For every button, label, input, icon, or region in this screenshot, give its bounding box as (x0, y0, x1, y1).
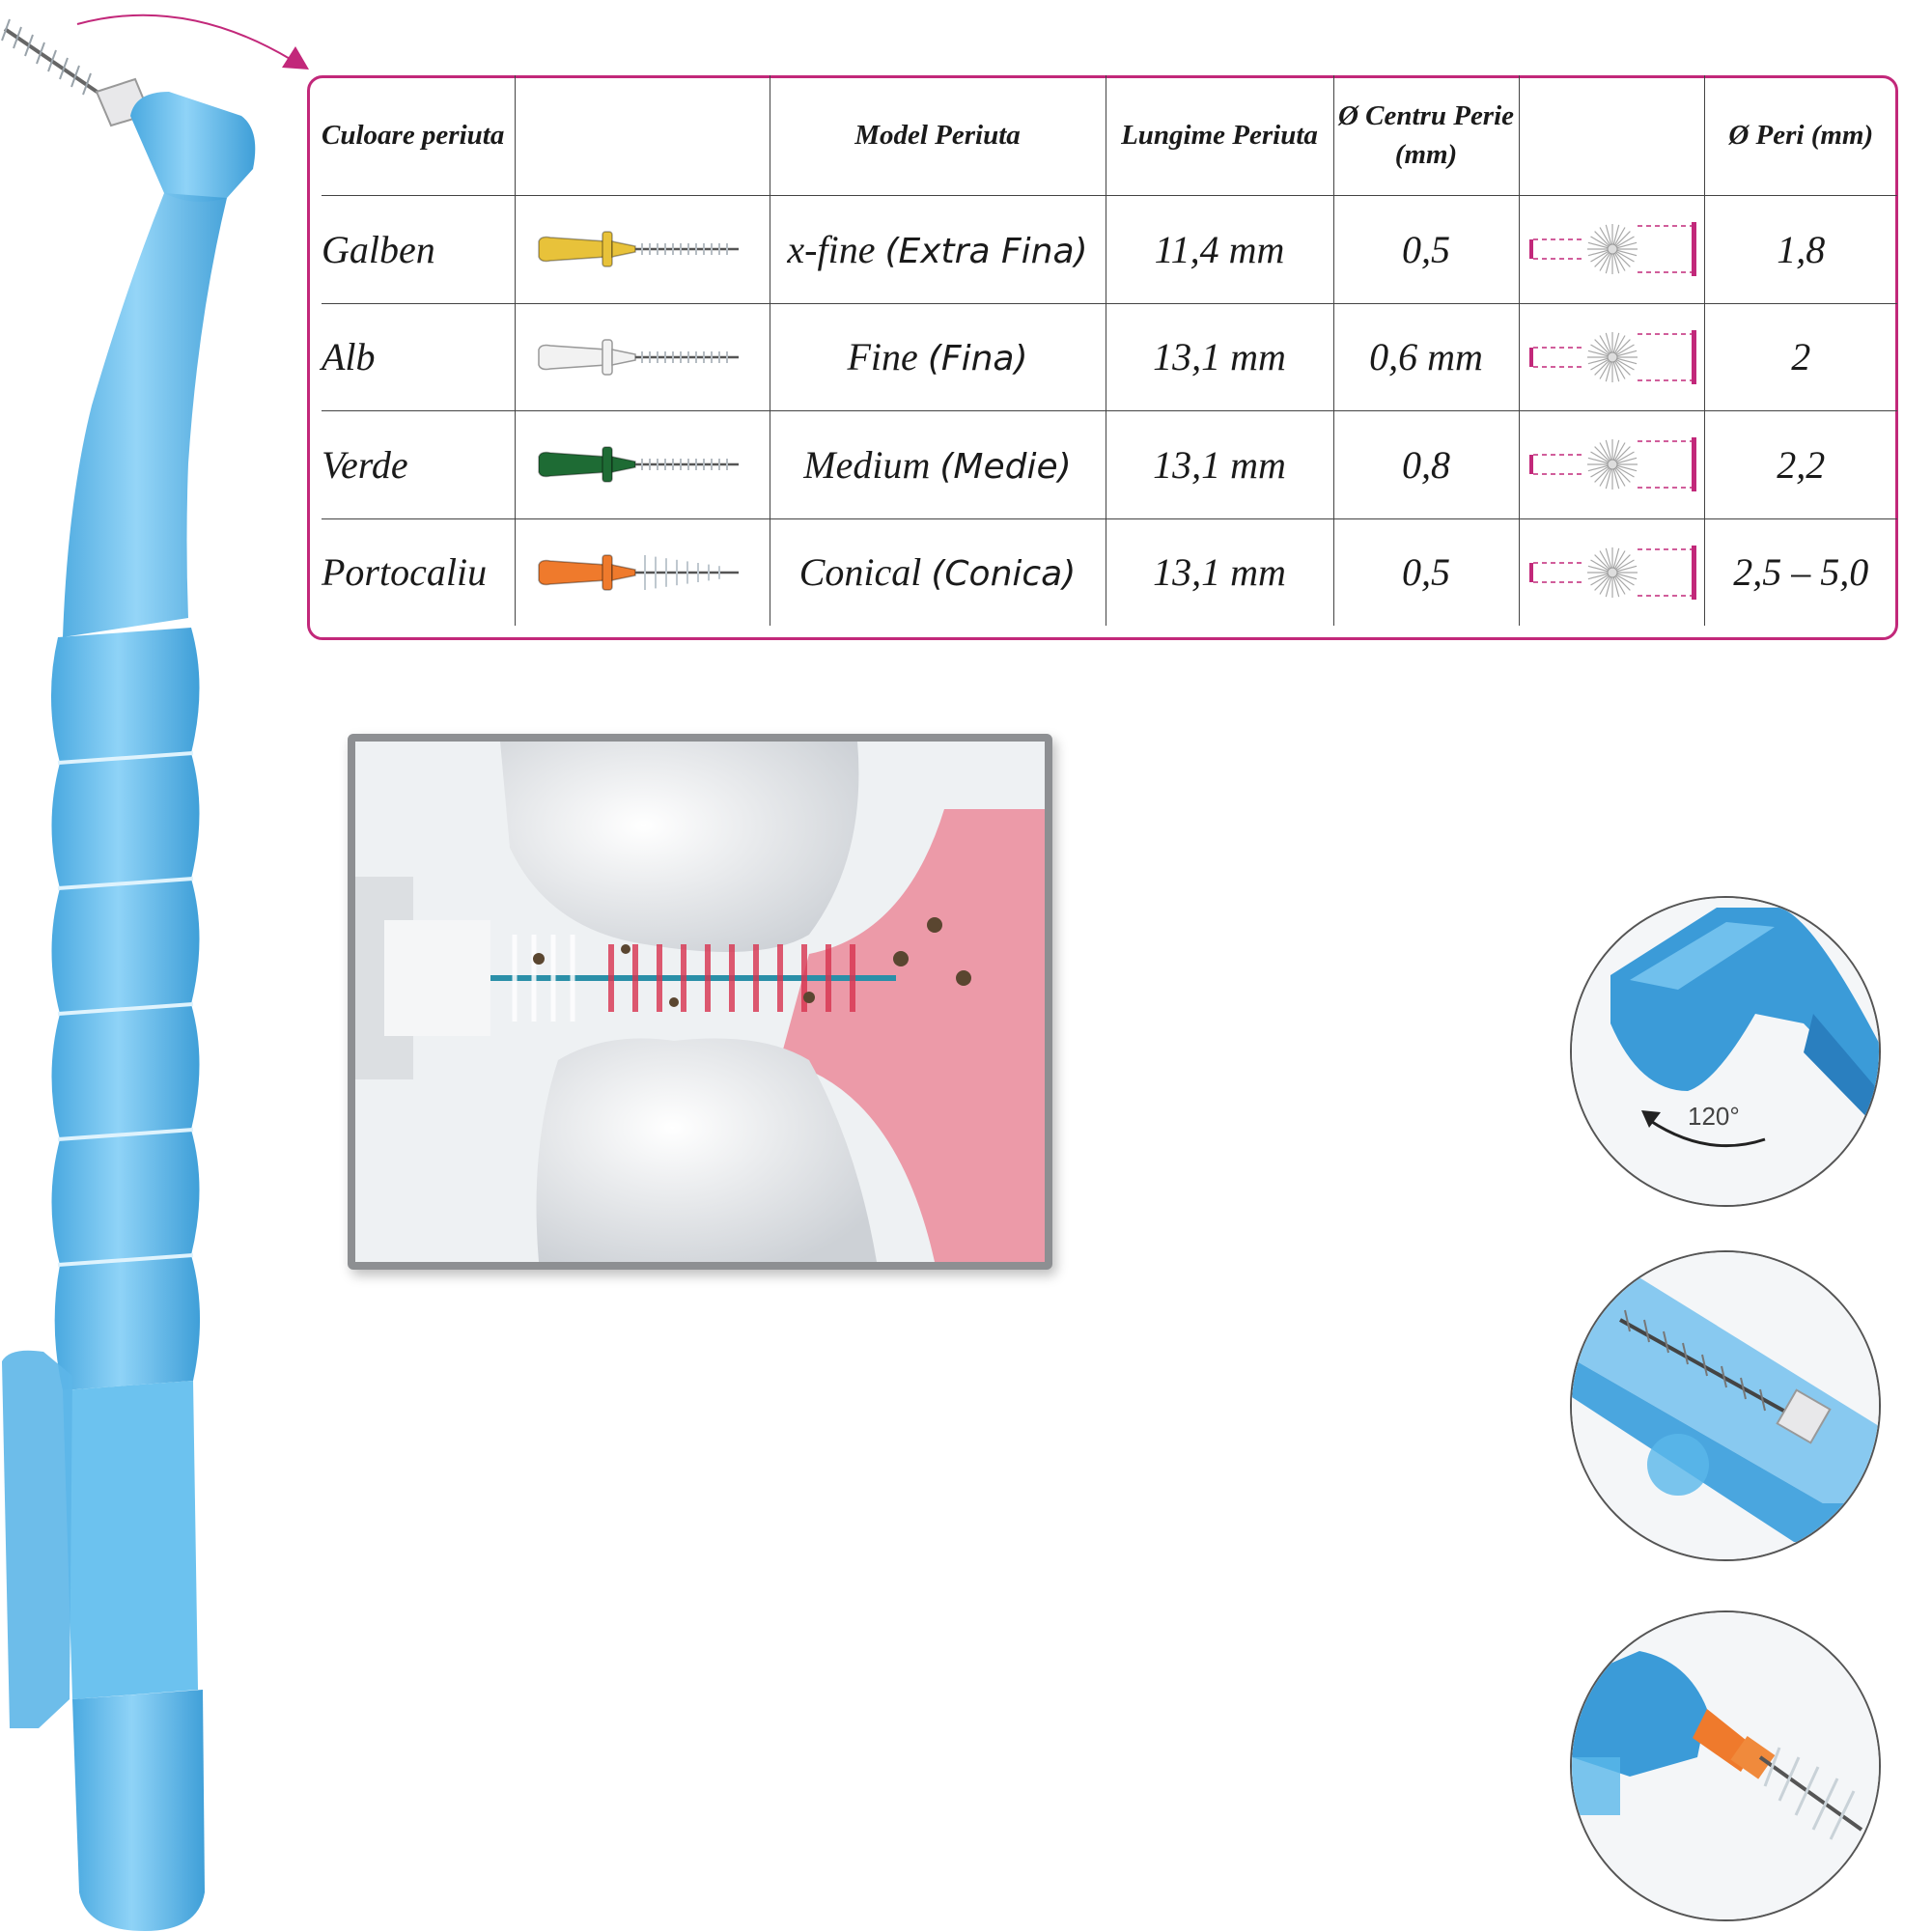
cell-center-diameter: 0,8 (1332, 410, 1519, 519)
cell-length: 13,1 mm (1105, 410, 1333, 519)
model-detail: (Conica) (931, 554, 1077, 595)
model-detail: (Fina) (927, 339, 1028, 379)
cell-center-diameter: 0,5 (1332, 518, 1519, 626)
diameter-diagram-icon (1518, 518, 1704, 626)
cell-length: 13,1 mm (1105, 518, 1333, 626)
conical-brush-photo (1570, 1610, 1881, 1921)
header-length: Lungime Periuta (1105, 75, 1333, 196)
interdental-brush-handle (1, 18, 256, 1931)
plaque-particles-icon (533, 917, 971, 1007)
header-brush-image (514, 75, 770, 196)
cell-bristle-diameter: 2,2 (1703, 410, 1897, 519)
angle-label: 120° (1688, 1102, 1740, 1131)
cell-center-diameter: 0,5 (1332, 195, 1519, 304)
model-detail: (Extra Fina) (884, 231, 1088, 271)
cell-model: x-fine (Extra Fina) (769, 195, 1106, 304)
model-name: Fine (847, 335, 918, 379)
cell-length: 13,1 mm (1105, 303, 1333, 411)
gum-icon (780, 809, 1045, 1262)
model-name: x-fine (787, 227, 876, 271)
cell-bristle-diameter: 2 (1703, 303, 1897, 411)
angle-adjust-photo: 120° (1570, 896, 1881, 1207)
pointer-arrow-icon (76, 14, 309, 70)
table-header-row: Culoare periuta Model Periuta Lungime Pe… (322, 75, 1897, 196)
white-fine-brush-icon (514, 303, 770, 411)
cell-model: Fine (Fina) (769, 303, 1106, 411)
model-detail: (Medie) (939, 446, 1072, 487)
cell-color-name: Portocaliu (322, 550, 488, 595)
header-center-diameter: Ø Centru Perie (mm) (1332, 75, 1519, 196)
header-diagram (1518, 75, 1704, 196)
interdental-cleaning-illustration (348, 734, 1052, 1270)
diameter-diagram-icon (1518, 195, 1704, 304)
model-name: Medium (803, 442, 931, 487)
cell-length: 11,4 mm (1105, 195, 1333, 304)
diameter-diagram-icon (1518, 410, 1704, 519)
cell-model: Conical (Conica) (769, 518, 1106, 626)
brush-spec-table: Culoare periuta Model Periuta Lungime Pe… (322, 75, 1897, 626)
header-bristle-diameter: Ø Peri (mm) (1703, 75, 1897, 196)
orange-conical-brush-icon (514, 518, 770, 626)
cell-bristle-diameter: 1,8 (1703, 195, 1897, 304)
green-medium-brush-icon (514, 410, 770, 519)
brush-insert-photo (1570, 1250, 1881, 1561)
header-color: Culoare periuta (322, 75, 515, 196)
cell-bristle-diameter: 2,5 – 5,0 (1703, 518, 1897, 626)
cell-center-diameter: 0,6 mm (1332, 303, 1519, 411)
cell-color-name: Alb (322, 303, 515, 411)
header-model: Model Periuta (769, 75, 1106, 196)
cell-model: Medium (Medie) (769, 410, 1106, 519)
yellow-xfine-brush-icon (514, 195, 770, 304)
teeth-gum-illustration (355, 742, 1045, 1262)
cell-color-name: Galben (322, 195, 515, 304)
lower-tooth-icon (536, 1038, 877, 1262)
cell-color-name: Verde (322, 410, 515, 519)
diameter-diagram-icon (1518, 303, 1704, 411)
model-name: Conical (798, 550, 922, 595)
upper-tooth-icon (500, 742, 859, 952)
bristles-icon (512, 935, 575, 1022)
